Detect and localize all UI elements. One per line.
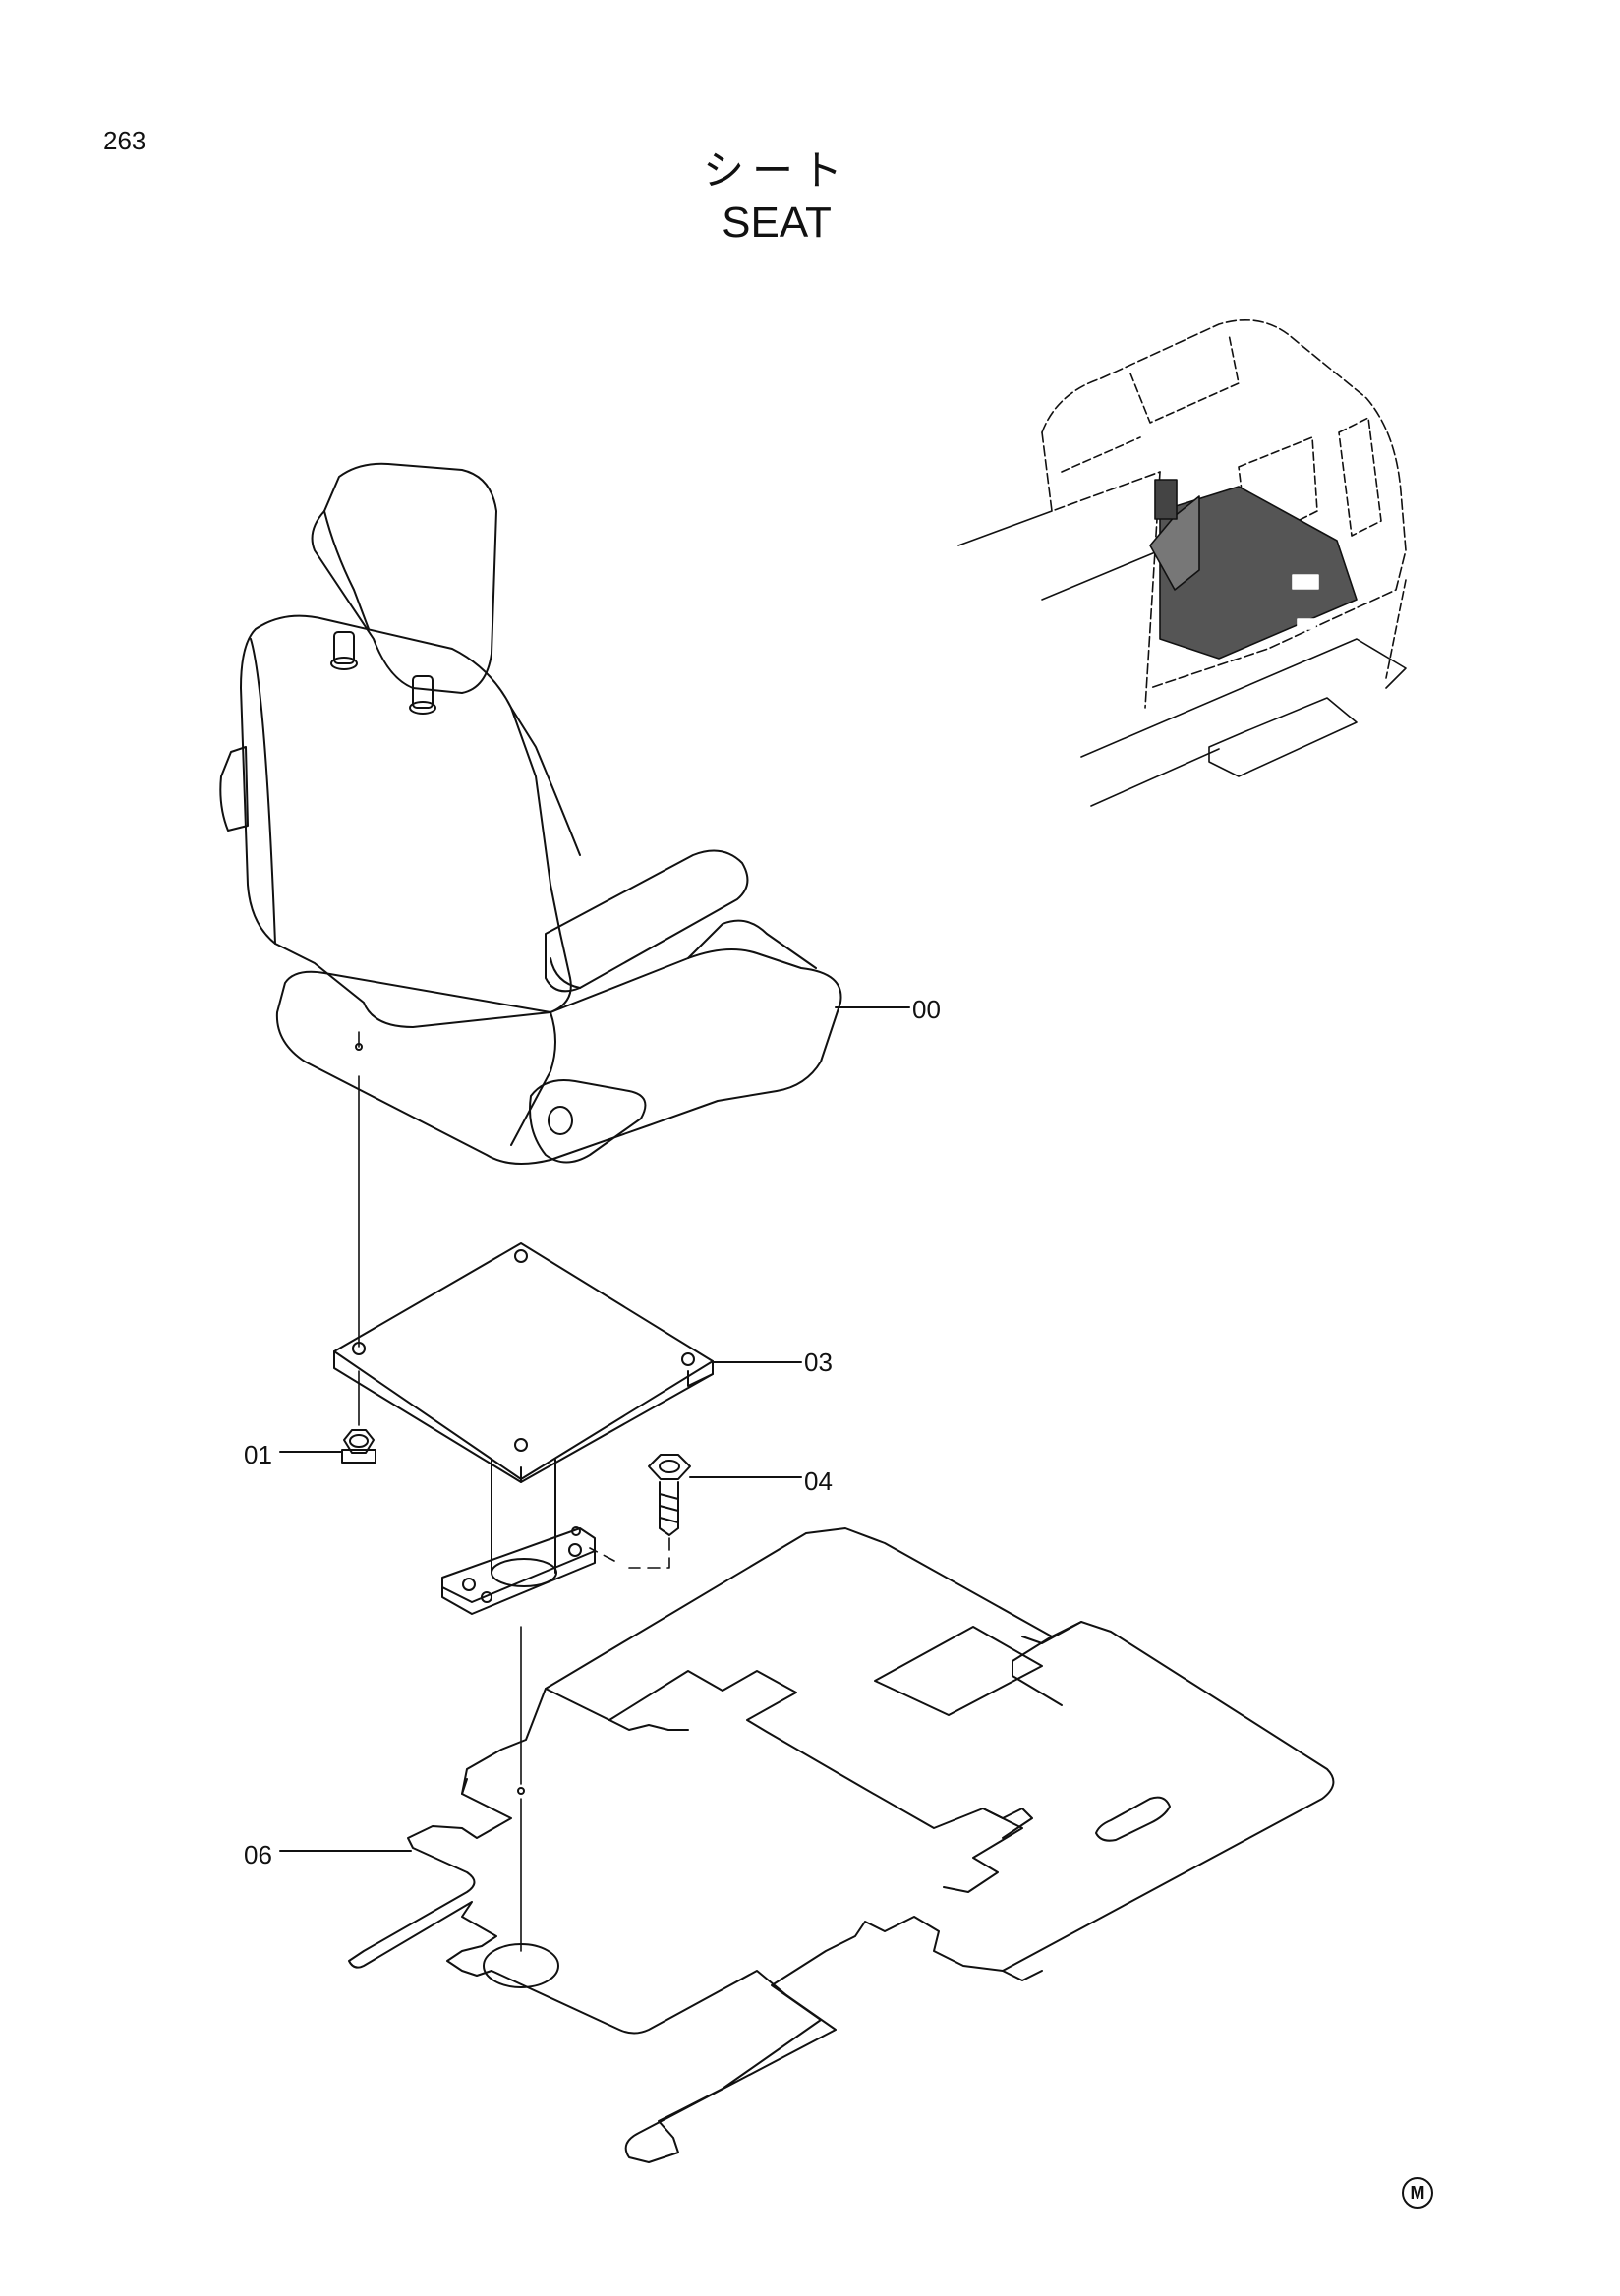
title-block: シート SEAT: [0, 145, 1553, 250]
seat-stand: [333, 1242, 714, 1615]
page-number: 263: [103, 126, 146, 155]
callout-00: 00: [912, 995, 941, 1024]
callout-06: 06: [244, 1840, 272, 1869]
callout-01: 01: [244, 1440, 272, 1469]
title-japanese: シート: [702, 146, 850, 195]
floor-mat: [348, 1527, 1335, 2163]
bolt-part: [589, 1454, 691, 1569]
seat-assembly: [219, 462, 842, 1165]
callout-03: 03: [804, 1348, 833, 1377]
nut-part: [341, 1370, 376, 1464]
callout-04: 04: [804, 1466, 833, 1496]
footer-mark: M: [1402, 2177, 1433, 2209]
title-english: SEAT: [722, 199, 832, 247]
cab-location-inset: [957, 318, 1407, 807]
